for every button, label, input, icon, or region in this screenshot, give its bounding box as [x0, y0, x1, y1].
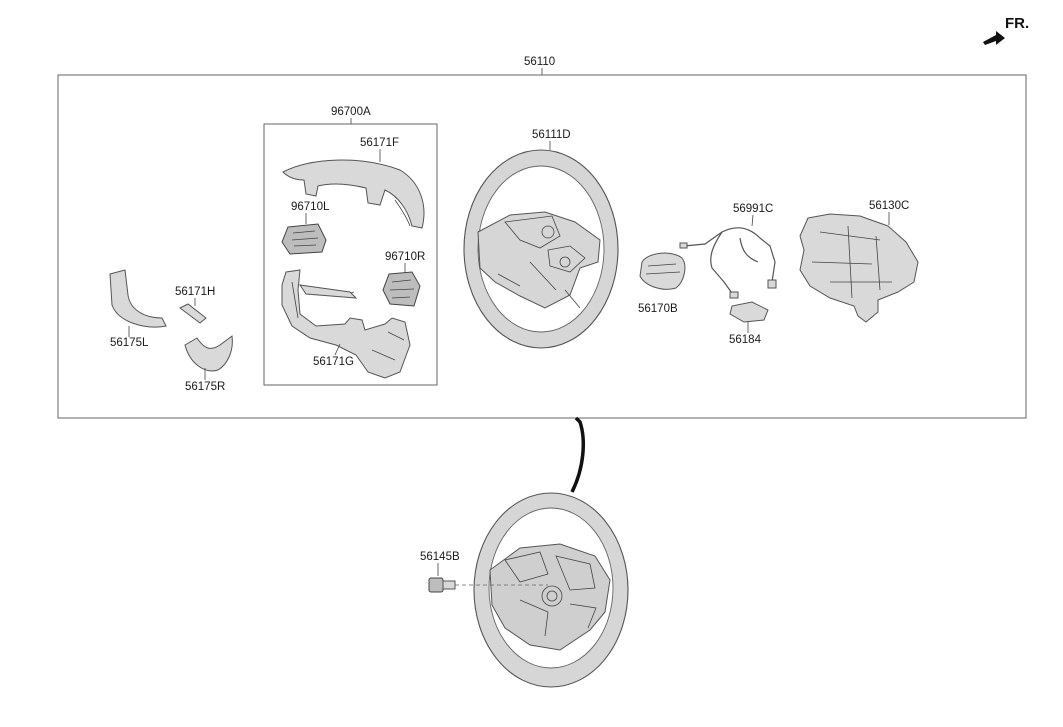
- steering-wheel-part: [463, 149, 619, 349]
- label-56171F: 56171F: [360, 137, 399, 149]
- front-direction-label: FR.: [1005, 15, 1029, 32]
- switch-group-frame: [263, 123, 438, 386]
- label-56171H: 56171H: [175, 286, 215, 298]
- label-56130C: 56130C: [869, 200, 909, 212]
- assembly-leader: [570, 416, 586, 493]
- label-96710L: 96710L: [291, 201, 330, 213]
- wiring-harness-part: [679, 227, 777, 299]
- assembly-frame: [57, 74, 1027, 419]
- left-side-cover-part: [109, 269, 167, 328]
- rear-cover-part: [799, 213, 919, 323]
- label-56184: 56184: [729, 334, 762, 346]
- label-96700A: 96700A: [331, 106, 371, 118]
- label-56110: 56110: [524, 56, 555, 68]
- upper-cover-part: [282, 159, 425, 229]
- label-56171G: 56171G: [313, 356, 354, 368]
- small-cover-part: [179, 303, 207, 324]
- label-56170B: 56170B: [638, 303, 678, 315]
- bolt-part: [428, 577, 548, 593]
- assembled-wheel-part: [473, 492, 629, 688]
- label-56991C: 56991C: [733, 203, 773, 215]
- right-side-cover-part: [184, 335, 233, 372]
- label-56175L: 56175L: [110, 337, 149, 349]
- right-switch-part: [382, 271, 421, 307]
- label-56111D: 56111D: [532, 129, 571, 141]
- lower-bezel-part: [281, 269, 411, 379]
- damper-part: [639, 252, 686, 290]
- label-56145B: 56145B: [420, 551, 460, 563]
- label-96710R: 96710R: [385, 251, 425, 263]
- front-direction-marker: FR.: [983, 15, 1029, 45]
- arrow-icon: [983, 31, 1005, 45]
- connector-part: [729, 301, 769, 323]
- label-56175R: 56175R: [185, 381, 225, 393]
